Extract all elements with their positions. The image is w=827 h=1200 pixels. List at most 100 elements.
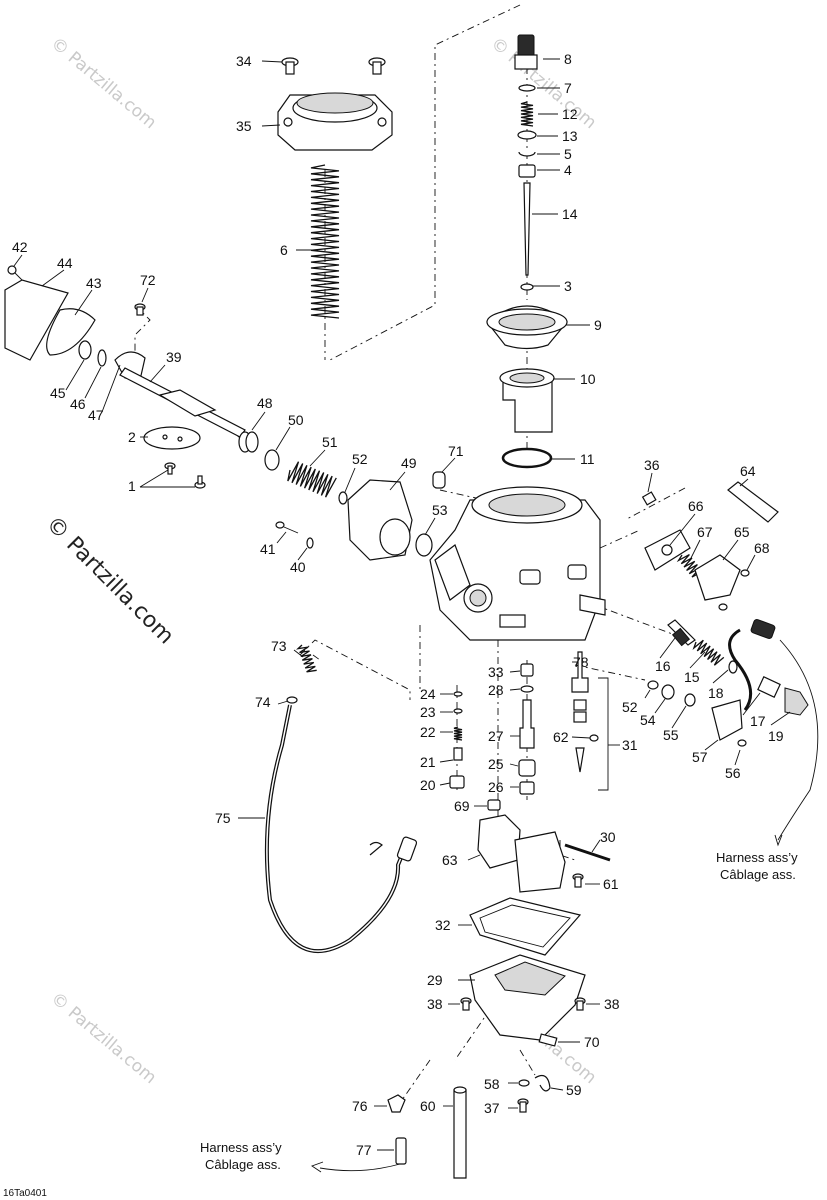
callout-25: 25 bbox=[488, 756, 504, 772]
callout-4: 4 bbox=[564, 162, 572, 178]
plate-2 bbox=[143, 426, 201, 450]
callout-47: 47 bbox=[88, 407, 104, 423]
callout-38: 38 bbox=[427, 996, 443, 1012]
jet-26 bbox=[519, 781, 535, 795]
callout-13: 13 bbox=[562, 128, 578, 144]
bracket-31 bbox=[598, 677, 609, 791]
callout-74: 74 bbox=[255, 694, 271, 710]
callout-24: 24 bbox=[420, 686, 436, 702]
diaphragm-9 bbox=[486, 305, 568, 350]
screw-72 bbox=[134, 303, 146, 316]
watermark-main: © Partzilla.com bbox=[41, 512, 179, 650]
callout-48: 48 bbox=[257, 395, 273, 411]
connector-right bbox=[750, 619, 776, 639]
plate-44 bbox=[4, 279, 69, 361]
callout-62: 62 bbox=[553, 729, 569, 745]
callout-3: 3 bbox=[564, 278, 572, 294]
callout-52b: 52 bbox=[622, 699, 638, 715]
spring-6 bbox=[310, 164, 340, 319]
washer-23 bbox=[453, 708, 463, 714]
callout-44: 44 bbox=[57, 255, 73, 271]
carburetor-body bbox=[429, 486, 606, 641]
callout-40: 40 bbox=[290, 559, 306, 575]
callout-49: 49 bbox=[401, 455, 417, 471]
callout-55: 55 bbox=[663, 727, 679, 743]
o-ring-24 bbox=[453, 691, 463, 697]
o-ring-18 bbox=[728, 660, 738, 674]
callout-64: 64 bbox=[740, 463, 756, 479]
callout-54: 54 bbox=[640, 712, 656, 728]
screw-21 bbox=[453, 747, 463, 761]
seat-31a bbox=[573, 699, 587, 711]
screw-56 bbox=[737, 739, 747, 747]
callout-69: 69 bbox=[454, 798, 470, 814]
callout-8: 8 bbox=[564, 51, 572, 67]
callout-27: 27 bbox=[488, 728, 504, 744]
callout-15: 15 bbox=[684, 669, 700, 685]
callout-60: 60 bbox=[420, 1098, 436, 1114]
bushing-48 bbox=[238, 431, 259, 453]
callout-33: 33 bbox=[488, 664, 504, 680]
seat-31b bbox=[573, 711, 587, 723]
harness-notes: Harness ass’y Câblage ass. Harness ass’y… bbox=[200, 850, 798, 1172]
callout-36: 36 bbox=[644, 457, 660, 473]
drain-tube-60 bbox=[453, 1089, 467, 1179]
callout-59: 59 bbox=[566, 1082, 582, 1098]
screw-42 bbox=[7, 265, 23, 281]
harness-note-left-fr: Câblage ass. bbox=[205, 1157, 281, 1172]
callout-35: 35 bbox=[236, 118, 252, 134]
callout-11: 11 bbox=[580, 451, 595, 467]
clip-59 bbox=[534, 1075, 551, 1092]
cable-75 bbox=[264, 704, 407, 954]
screw-68 bbox=[740, 569, 750, 577]
callout-58: 58 bbox=[484, 1076, 500, 1092]
callout-30: 30 bbox=[600, 829, 616, 845]
boot-19 bbox=[784, 687, 809, 716]
callout-52: 52 bbox=[352, 451, 368, 467]
washer-46 bbox=[97, 349, 107, 367]
callout-23: 23 bbox=[420, 704, 436, 720]
callout-53: 53 bbox=[432, 502, 448, 518]
screw-36 bbox=[641, 491, 657, 506]
harness-cable-right bbox=[728, 628, 753, 711]
callout-43: 43 bbox=[86, 275, 102, 291]
clip-55 bbox=[684, 693, 696, 707]
callout-9: 9 bbox=[594, 317, 602, 333]
callout-17: 17 bbox=[750, 713, 766, 729]
callout-66: 66 bbox=[688, 498, 704, 514]
washer-40 bbox=[306, 537, 314, 549]
callout-28: 28 bbox=[488, 682, 504, 698]
callout-2: 2 bbox=[128, 429, 136, 445]
top-cover-35 bbox=[277, 92, 393, 151]
callout-73: 73 bbox=[271, 638, 287, 654]
cap-71 bbox=[432, 471, 446, 489]
gasket-32 bbox=[469, 897, 582, 956]
o-ring-11 bbox=[501, 447, 553, 469]
callout-22: 22 bbox=[420, 724, 436, 740]
harness-cable-left bbox=[319, 1163, 401, 1172]
callout-41: 41 bbox=[260, 541, 276, 557]
callout-56: 56 bbox=[725, 765, 741, 781]
callout-29: 29 bbox=[427, 972, 443, 988]
screw-38-left bbox=[460, 997, 472, 1011]
callout-63: 63 bbox=[442, 852, 458, 868]
callout-1: 1 bbox=[128, 478, 136, 494]
callout-31: 31 bbox=[622, 737, 638, 753]
screw-70 bbox=[538, 1033, 558, 1047]
watermark-faint-top-right: © Partzilla.com bbox=[487, 34, 600, 134]
callout-71: 71 bbox=[448, 443, 464, 459]
callout-42: 42 bbox=[12, 239, 28, 255]
callout-26: 26 bbox=[488, 779, 504, 795]
jet-69 bbox=[487, 799, 501, 811]
callout-46: 46 bbox=[70, 396, 86, 412]
spring-15 bbox=[692, 639, 725, 666]
callout-12: 12 bbox=[562, 106, 578, 122]
bracket-57 bbox=[711, 699, 743, 741]
callout-7: 7 bbox=[564, 80, 572, 96]
screw-1-right bbox=[194, 475, 206, 489]
pump-63 bbox=[477, 814, 521, 869]
o-ring-28 bbox=[520, 685, 534, 693]
washer-58 bbox=[518, 1079, 530, 1087]
callout-78: 78 bbox=[573, 654, 589, 670]
